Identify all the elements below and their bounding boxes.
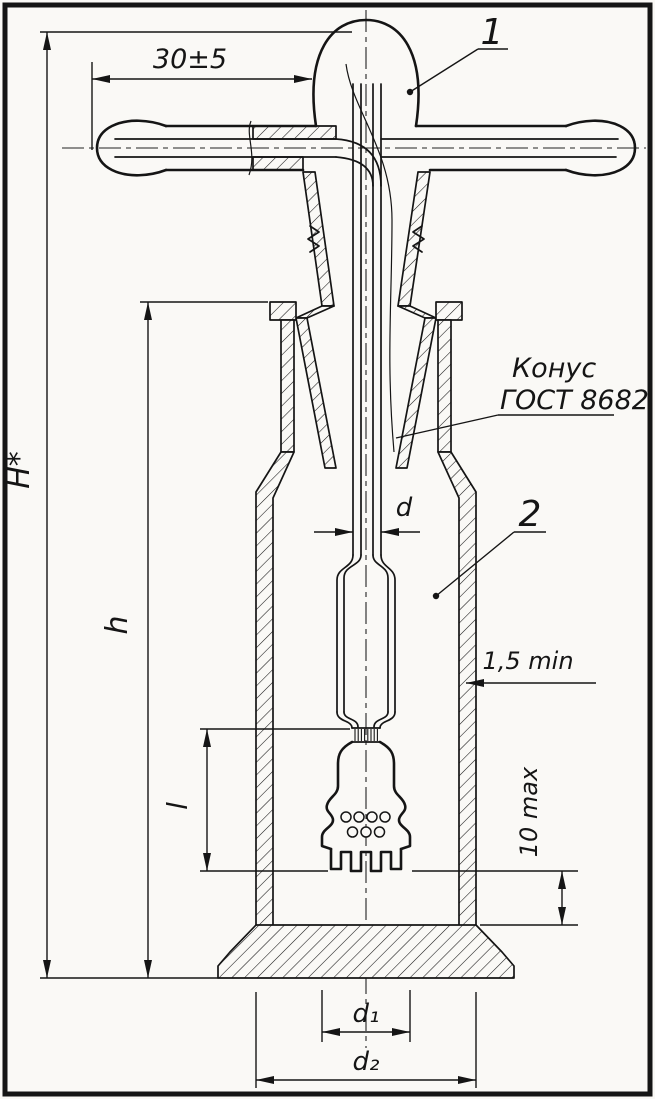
constrict-inner-left bbox=[343, 711, 359, 728]
annotation-cone-gost: Конус ГОСТ 8682 bbox=[395, 353, 649, 439]
label-wall-thickness: 1,5 min bbox=[482, 647, 573, 675]
cone-wall-left bbox=[295, 317, 337, 469]
tube-widen-outer-left bbox=[336, 554, 354, 713]
hook-right bbox=[412, 225, 425, 253]
label-tube-diameter: d bbox=[396, 493, 413, 523]
collar-left bbox=[295, 305, 335, 319]
stopper-head bbox=[95, 18, 637, 453]
bubbler-crenellation bbox=[329, 847, 403, 873]
tube-widen-inner-left bbox=[343, 554, 362, 713]
bubbler-side-left bbox=[320, 740, 354, 851]
hook-left bbox=[307, 225, 320, 253]
tube-widen-outer-right bbox=[380, 554, 396, 713]
dimension-height-h: h bbox=[100, 301, 268, 978]
dimension-d1: d₁ bbox=[321, 990, 411, 1042]
constrict-outer-right bbox=[379, 711, 396, 729]
label-body-height: h bbox=[100, 615, 135, 634]
constrict-inner-right bbox=[373, 711, 389, 728]
label-bottom-gap: 10 max bbox=[515, 766, 543, 857]
cone-wall-right bbox=[395, 317, 437, 469]
label-total-height: H* bbox=[2, 451, 37, 489]
elbow-inner bbox=[335, 156, 374, 187]
label-part-1: 1 bbox=[481, 12, 504, 53]
dip-tube bbox=[336, 83, 396, 729]
leader-dot bbox=[432, 592, 440, 600]
label-cone-line2: ГОСТ 8682 bbox=[500, 385, 649, 416]
label-cone-line1: Конус bbox=[512, 353, 596, 384]
neck-wall-left bbox=[280, 319, 295, 453]
collar-right bbox=[397, 305, 437, 319]
frit-hatch bbox=[354, 729, 378, 741]
neck-flange-left bbox=[269, 301, 297, 321]
dome-outline bbox=[312, 18, 420, 128]
label-frit-diameter: d₁ bbox=[353, 999, 380, 1029]
leader-line bbox=[395, 414, 499, 439]
break-line-arm bbox=[248, 120, 253, 176]
dimension-d2: d₂ bbox=[255, 992, 477, 1088]
label-top-width: 30±5 bbox=[153, 44, 227, 75]
dimension-total-height-H: H* bbox=[2, 31, 352, 979]
annotation-wall-thickness: 1,5 min bbox=[466, 647, 596, 687]
dimension-length-l: l bbox=[161, 728, 350, 872]
frit-bubbler bbox=[320, 727, 412, 873]
dimension-top-width: 30±5 bbox=[91, 44, 312, 150]
arm-tip-right bbox=[564, 119, 637, 177]
tube-widen-inner-right bbox=[372, 554, 389, 713]
leader-dot bbox=[406, 88, 414, 96]
centerlines bbox=[62, 10, 646, 1048]
part-label-2: 2 bbox=[432, 494, 546, 600]
arm-wall-top bbox=[252, 125, 337, 140]
label-body-diameter: d₂ bbox=[353, 1047, 380, 1077]
neck-flange-right bbox=[435, 301, 463, 321]
dimension-gap-10max: 10 max bbox=[412, 766, 578, 926]
body-wall-right bbox=[437, 451, 477, 929]
bubbler-holes bbox=[340, 811, 391, 838]
label-tube-length: l bbox=[161, 802, 194, 810]
arm-wall-bottom bbox=[252, 156, 304, 171]
head-wall-right bbox=[397, 171, 431, 307]
leader-line bbox=[409, 48, 479, 93]
body-wall-left bbox=[255, 451, 295, 929]
part-label-1: 1 bbox=[406, 12, 508, 96]
constrict-outer-left bbox=[336, 711, 353, 729]
base-foot bbox=[217, 924, 515, 979]
neck-wall-right bbox=[437, 319, 452, 453]
arm-tip-left bbox=[95, 119, 168, 177]
bubbler-side-right bbox=[378, 740, 412, 851]
leader-line bbox=[435, 531, 515, 597]
label-part-2: 2 bbox=[519, 494, 542, 535]
dimension-d: d bbox=[314, 493, 420, 536]
